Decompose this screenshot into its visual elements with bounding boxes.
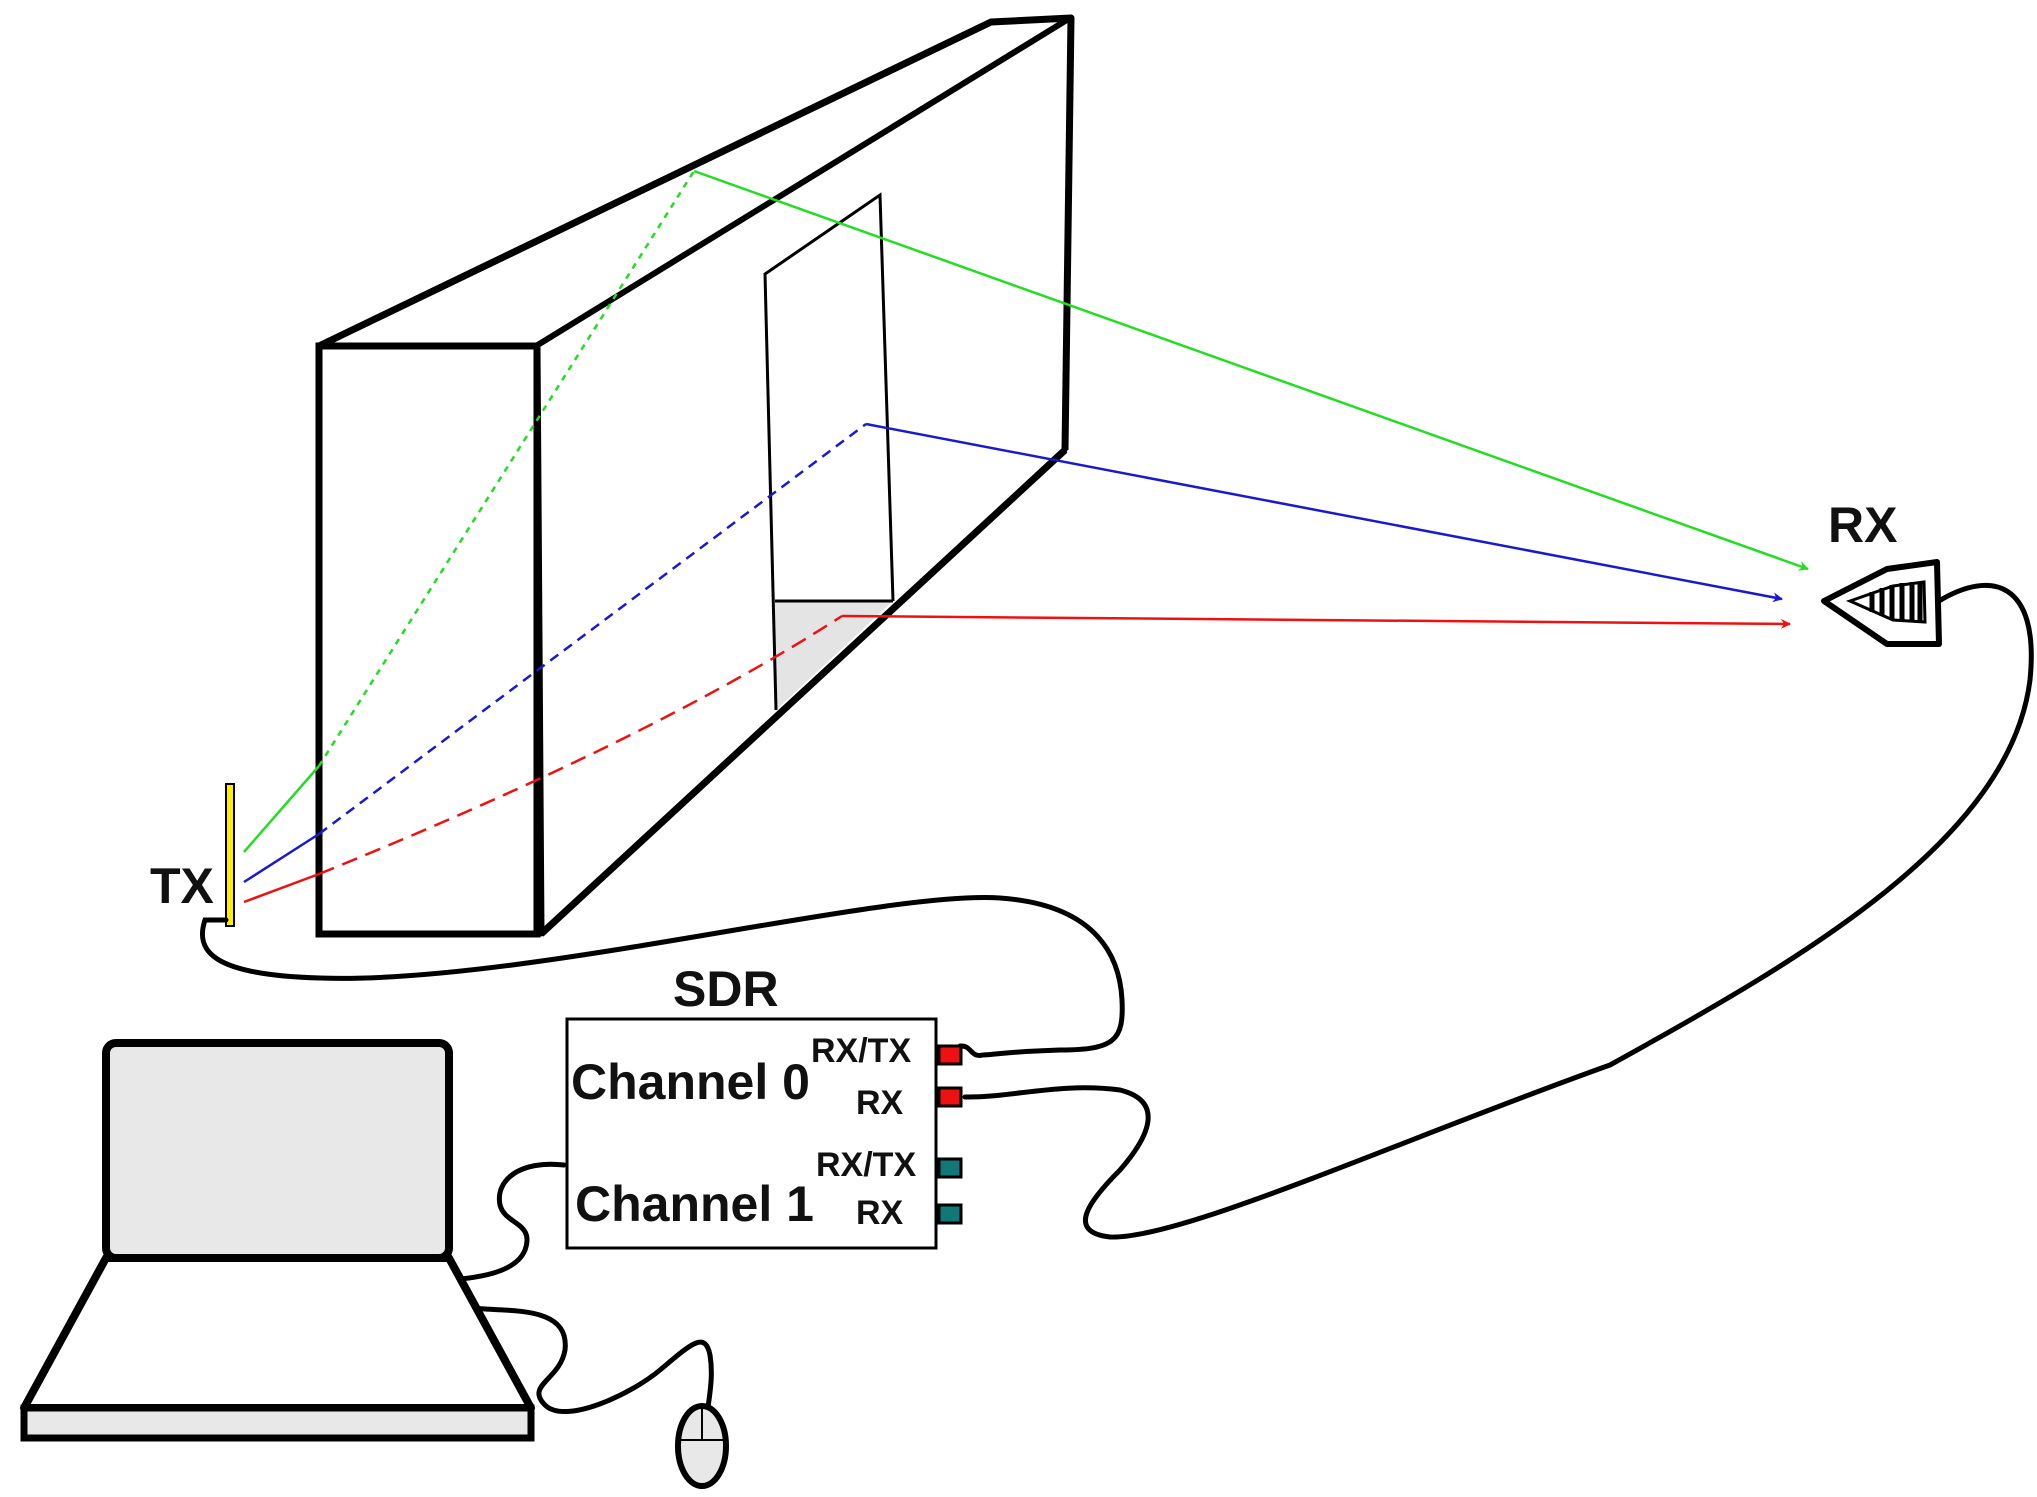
- mouse-body: [675, 1403, 729, 1489]
- green-path-rx-segment: [693, 169, 1809, 571]
- laptop-screen: [102, 1039, 453, 1262]
- channel0-label: Channel 0: [571, 1054, 810, 1110]
- sdr-device: SDR Channel 0 Channel 1 RX/TX RX RX/TX R…: [565, 961, 963, 1250]
- cable-sdr-to-laptop: [449, 1161, 567, 1283]
- channel1-rxtx-port[interactable]: [937, 1157, 963, 1179]
- wall-front-face: [315, 342, 541, 938]
- horn-antenna-ridges: [1869, 582, 1923, 622]
- channel1-label: Channel 1: [575, 1176, 814, 1232]
- rx-antenna: RX: [1821, 497, 1942, 647]
- rx-label: RX: [1828, 497, 1897, 553]
- red-path-tx-segment: [243, 872, 320, 904]
- channel0-rxtx-port[interactable]: [937, 1044, 963, 1066]
- laptop-keyboard-edge: [20, 1404, 535, 1442]
- laptop-icon: [20, 1039, 535, 1442]
- mouse-icon: [675, 1403, 729, 1489]
- blue-path-hidden-segment: [318, 422, 867, 836]
- channel1-rx-port[interactable]: [937, 1203, 963, 1225]
- wall-far-edge: [1061, 17, 1075, 451]
- laptop-base: [20, 1254, 535, 1412]
- cable-tx-to-sdr: [199, 895, 1125, 1058]
- propagation-paths: [243, 169, 1809, 904]
- channel0-rxtx-port-label: RX/TX: [811, 1032, 911, 1070]
- channel1-rx-port-label: RX: [856, 1194, 904, 1232]
- channel0-rx-port[interactable]: [937, 1086, 963, 1108]
- green-path-tx-segment: [243, 765, 320, 853]
- wall-corner-edge: [533, 345, 545, 935]
- sdr-box: [565, 1017, 938, 1250]
- channel1-rxtx-port-label: RX/TX: [816, 1146, 916, 1184]
- tx-label: TX: [150, 858, 214, 914]
- cable-rx-to-sdr: [962, 582, 2034, 1240]
- blue-path-rx-segment: [865, 422, 1783, 603]
- cables: [199, 582, 2034, 1421]
- door-frame: [763, 192, 895, 711]
- red-path-rx-segment: [841, 614, 1791, 629]
- horn-antenna-inner: [1845, 580, 1927, 624]
- cable-laptop-to-mouse: [469, 1305, 714, 1421]
- green-path-hidden-segment: [317, 170, 696, 767]
- door-floor: [775, 601, 893, 710]
- tx-antenna: TX: [150, 783, 235, 927]
- wall-bottom-edge: [538, 447, 1068, 937]
- sdr-label: SDR: [673, 961, 779, 1017]
- blue-path-tx-segment: [243, 832, 320, 884]
- dipole-antenna-icon: [225, 783, 235, 927]
- channel0-rx-port-label: RX: [856, 1084, 904, 1122]
- wall-structure: [315, 14, 1075, 938]
